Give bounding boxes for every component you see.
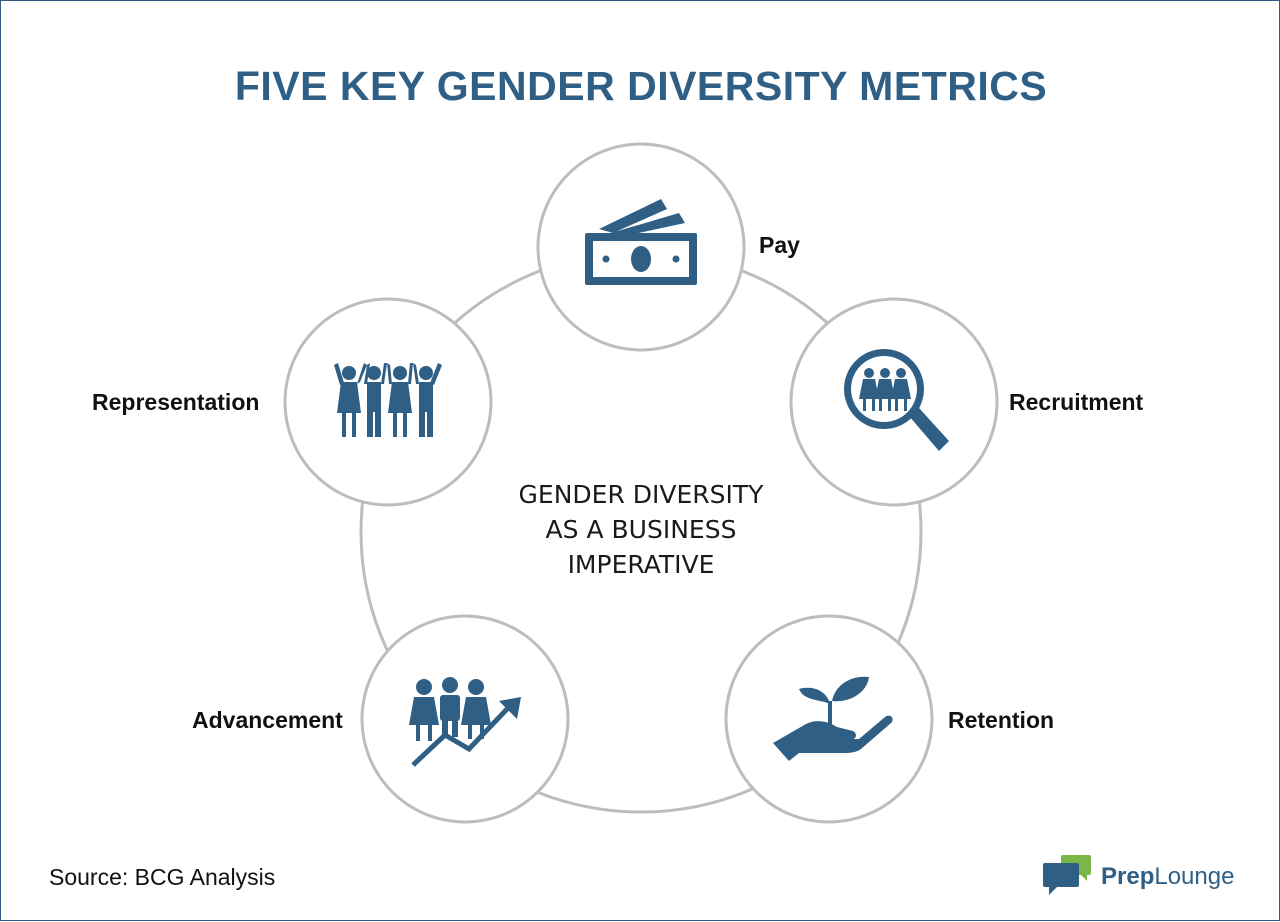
money-icon [585,199,697,285]
source-note: Source: BCG Analysis [49,864,276,890]
logo-part-prep: Prep [1101,863,1155,890]
advancement-node [360,614,570,824]
logo-wordmark: PrepLounge [1101,863,1234,891]
logo-part-lounge: Lounge [1154,863,1235,890]
pay-node [536,142,746,352]
label-retention: Retention [948,707,1055,733]
growth-arrow-icon [411,705,511,767]
label-representation: Representation [92,389,260,415]
center-line-3: IMPERATIVE [567,550,715,579]
people-raised-hands-icon [334,363,442,437]
page-title: FIVE KEY GENDER DIVERSITY METRICS [234,63,1048,109]
magnifier-people-icon [844,349,949,451]
center-line-1: GENDER DIVERSITY [518,480,764,509]
hand-plant-icon [773,676,893,761]
recruitment-node [789,297,999,507]
representation-node [283,297,493,507]
speech-bubbles-icon [1043,855,1091,895]
center-statement: GENDER DIVERSITY AS A BUSINESS IMPERATIV… [471,477,811,582]
label-recruitment: Recruitment [1009,389,1144,415]
center-line-2: AS A BUSINESS [545,515,737,544]
retention-node [724,614,934,824]
arrow-head-icon [499,697,521,719]
label-advancement: Advancement [192,707,343,733]
preplounge-logo: PrepLounge [1041,853,1251,897]
label-pay: Pay [759,232,800,258]
